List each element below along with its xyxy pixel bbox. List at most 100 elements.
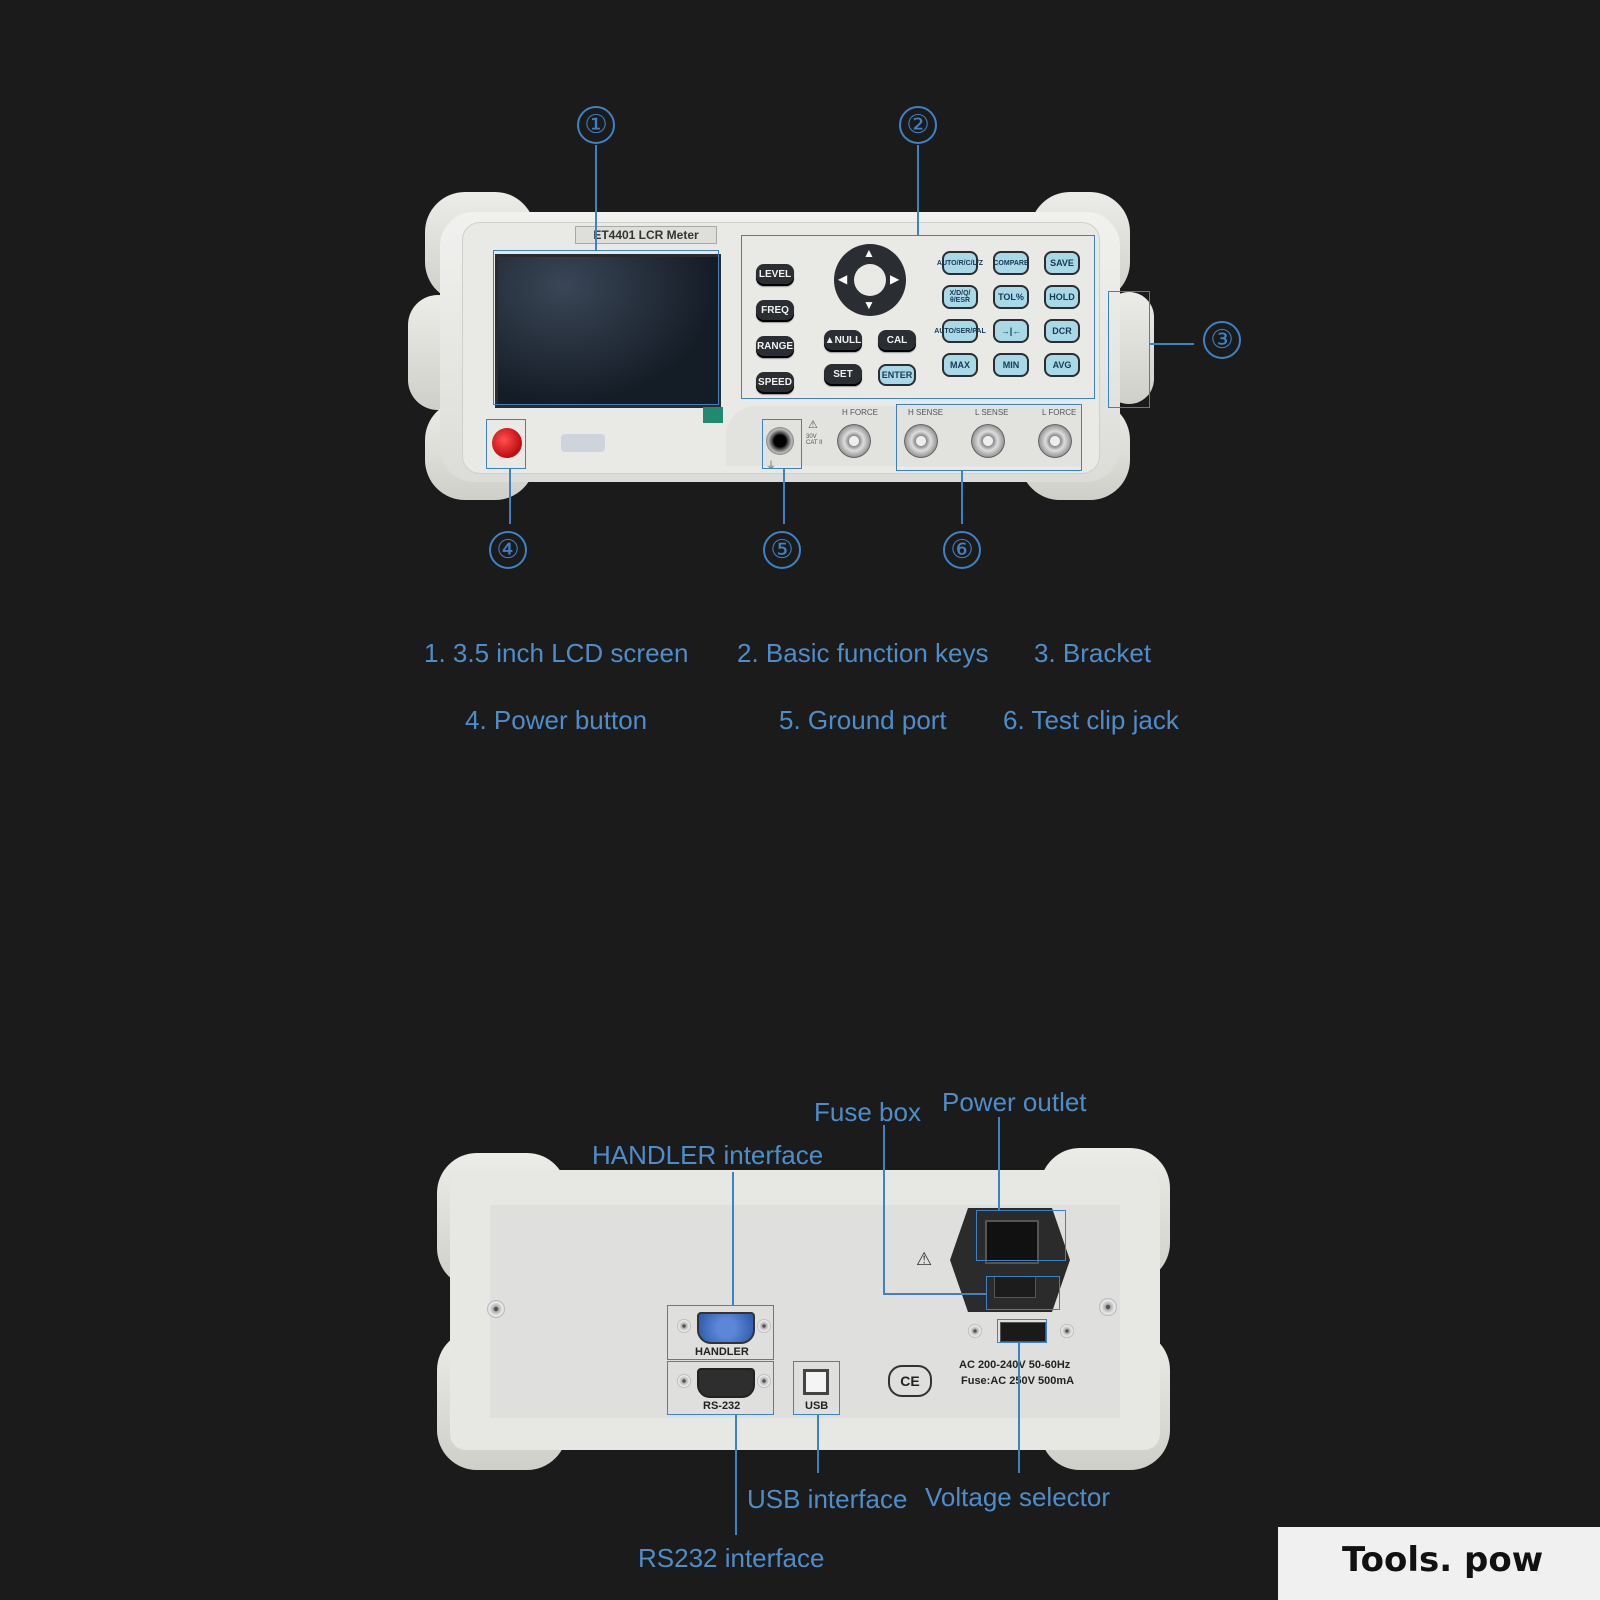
save-button[interactable]: SAVE bbox=[1044, 251, 1080, 275]
ground-symbol-icon: ⏚ bbox=[766, 461, 776, 472]
leader-line bbox=[1150, 343, 1194, 345]
cal-button[interactable]: CAL bbox=[878, 330, 916, 352]
spec-line-2: Fuse:AC 250V 500mA bbox=[961, 1375, 1075, 1387]
hold-button[interactable]: HOLD bbox=[1044, 285, 1080, 309]
lcd-screen bbox=[495, 254, 721, 408]
screw-icon bbox=[1099, 1298, 1117, 1316]
leader-line bbox=[735, 1415, 737, 1535]
rs232-highlight-box bbox=[667, 1361, 774, 1415]
ground-port[interactable] bbox=[766, 427, 794, 455]
spec-line-1: AC 200-240V 50-60Hz bbox=[959, 1359, 1071, 1371]
usb-port-label: USB bbox=[805, 1400, 829, 1412]
set-button[interactable]: SET bbox=[824, 364, 862, 386]
screw-icon bbox=[1060, 1324, 1074, 1338]
leader-line bbox=[783, 469, 785, 524]
leader-line bbox=[595, 145, 597, 250]
h-force-jack[interactable] bbox=[837, 424, 871, 458]
outlet-highlight-box bbox=[976, 1210, 1066, 1261]
l-sense-jack[interactable] bbox=[971, 424, 1005, 458]
handler-highlight-box bbox=[667, 1305, 774, 1360]
screw-icon bbox=[487, 1300, 505, 1318]
handler-interface-label: HANDLER interface bbox=[592, 1140, 824, 1170]
callout-1: ① bbox=[577, 106, 615, 144]
leader-line bbox=[732, 1172, 734, 1305]
up-arrow-icon[interactable]: ▲ bbox=[863, 246, 875, 260]
power-outlet-label: Power outlet bbox=[942, 1087, 1087, 1117]
voltage-highlight-box bbox=[997, 1319, 1047, 1343]
tol-button[interactable]: TOL% bbox=[993, 285, 1029, 309]
avg-button[interactable]: AVG bbox=[1044, 353, 1080, 377]
voltage-selector-label: Voltage selector bbox=[925, 1482, 1111, 1512]
callout-4: ④ bbox=[489, 531, 527, 569]
warning-text: 30V CAT II bbox=[806, 434, 823, 446]
leader-line bbox=[817, 1415, 819, 1473]
fuse-highlight-box bbox=[986, 1276, 1060, 1310]
power-button[interactable] bbox=[492, 428, 522, 458]
iec-socket[interactable] bbox=[985, 1220, 1039, 1264]
direction-pad[interactable]: ▲ ▼ ◀ ▶ bbox=[834, 244, 906, 316]
left-arrow-icon[interactable]: ◀ bbox=[838, 272, 848, 286]
warning-icon: ⚠ bbox=[808, 419, 818, 431]
handler-port[interactable] bbox=[697, 1312, 755, 1344]
handler-port-label: HANDLER bbox=[695, 1346, 749, 1358]
power-highlight-box bbox=[486, 419, 526, 469]
level-button[interactable]: LEVEL bbox=[756, 264, 794, 286]
model-label: ET4401 LCR Meter bbox=[575, 226, 717, 244]
rs232-port[interactable] bbox=[697, 1368, 755, 1398]
leader-line bbox=[961, 471, 963, 524]
l-force-label: L FORCE bbox=[1042, 408, 1077, 417]
auto-rclz-button[interactable]: AUTO/R/C/L/Z bbox=[937, 251, 983, 275]
leader-line bbox=[883, 1293, 986, 1295]
callout-3: ③ bbox=[1203, 321, 1241, 359]
leader-line bbox=[509, 469, 511, 524]
voltage-selector[interactable] bbox=[1000, 1322, 1046, 1342]
l-force-jack[interactable] bbox=[1038, 424, 1072, 458]
compare-button[interactable]: COMPARE bbox=[993, 251, 1029, 275]
auto-serpal-button[interactable]: AUTO/SER/PAL bbox=[934, 319, 986, 343]
leader-line bbox=[998, 1117, 1000, 1210]
ce-mark: CE bbox=[888, 1365, 932, 1397]
speed-button[interactable]: SPEED bbox=[756, 372, 794, 394]
callout-2: ② bbox=[899, 106, 937, 144]
h-sense-jack[interactable] bbox=[904, 424, 938, 458]
range-button[interactable]: RANGE bbox=[756, 336, 794, 358]
indicator-tab bbox=[703, 407, 723, 423]
bracket-highlight-box bbox=[1108, 291, 1150, 408]
null-button[interactable]: ▲NULL bbox=[824, 330, 862, 352]
dpad-center bbox=[854, 264, 886, 296]
right-arrow-icon[interactable]: ▶ bbox=[890, 272, 900, 286]
screw-icon bbox=[757, 1374, 771, 1388]
h-sense-label: H SENSE bbox=[908, 408, 944, 417]
screw-icon bbox=[677, 1374, 691, 1388]
legend-item-lcd: 1. 3.5 inch LCD screen bbox=[424, 638, 689, 668]
legend-item-bracket: 3. Bracket bbox=[1034, 638, 1152, 668]
h-force-label: H FORCE bbox=[842, 408, 878, 417]
callout-5: ⑤ bbox=[763, 531, 801, 569]
freq-button[interactable]: FREQ bbox=[756, 300, 794, 322]
legend-item-power: 4. Power button bbox=[465, 705, 648, 735]
legend-item-jack: 6. Test clip jack bbox=[1003, 705, 1179, 735]
screw-icon bbox=[968, 1324, 982, 1338]
bias-button[interactable]: →|← bbox=[993, 319, 1029, 343]
l-sense-label: L SENSE bbox=[975, 408, 1009, 417]
brand-text: Tools. pow bbox=[1342, 1540, 1544, 1580]
usb-interface-label: USB interface bbox=[747, 1484, 908, 1514]
leader-line bbox=[917, 145, 919, 235]
callout-6: ⑥ bbox=[943, 531, 981, 569]
usb-front-slot bbox=[561, 434, 605, 452]
brand-watermark: Tools. pow bbox=[1278, 1527, 1600, 1600]
warning-icon: ⚠ bbox=[916, 1249, 933, 1269]
lcd-highlight-box bbox=[493, 250, 719, 405]
dcr-button[interactable]: DCR bbox=[1044, 319, 1080, 343]
leader-line bbox=[883, 1125, 885, 1295]
screw-icon bbox=[757, 1319, 771, 1333]
max-button[interactable]: MAX bbox=[942, 353, 978, 377]
enter-button[interactable]: ENTER bbox=[878, 364, 916, 386]
usb-port[interactable] bbox=[803, 1369, 829, 1395]
xdq-esr-button[interactable]: X/D/Q/θ/ESR bbox=[942, 285, 978, 309]
usb-highlight-box bbox=[793, 1361, 840, 1415]
down-arrow-icon[interactable]: ▼ bbox=[863, 298, 875, 312]
keys-highlight-box bbox=[741, 235, 1095, 399]
leader-line bbox=[1018, 1343, 1020, 1473]
min-button[interactable]: MIN bbox=[993, 353, 1029, 377]
